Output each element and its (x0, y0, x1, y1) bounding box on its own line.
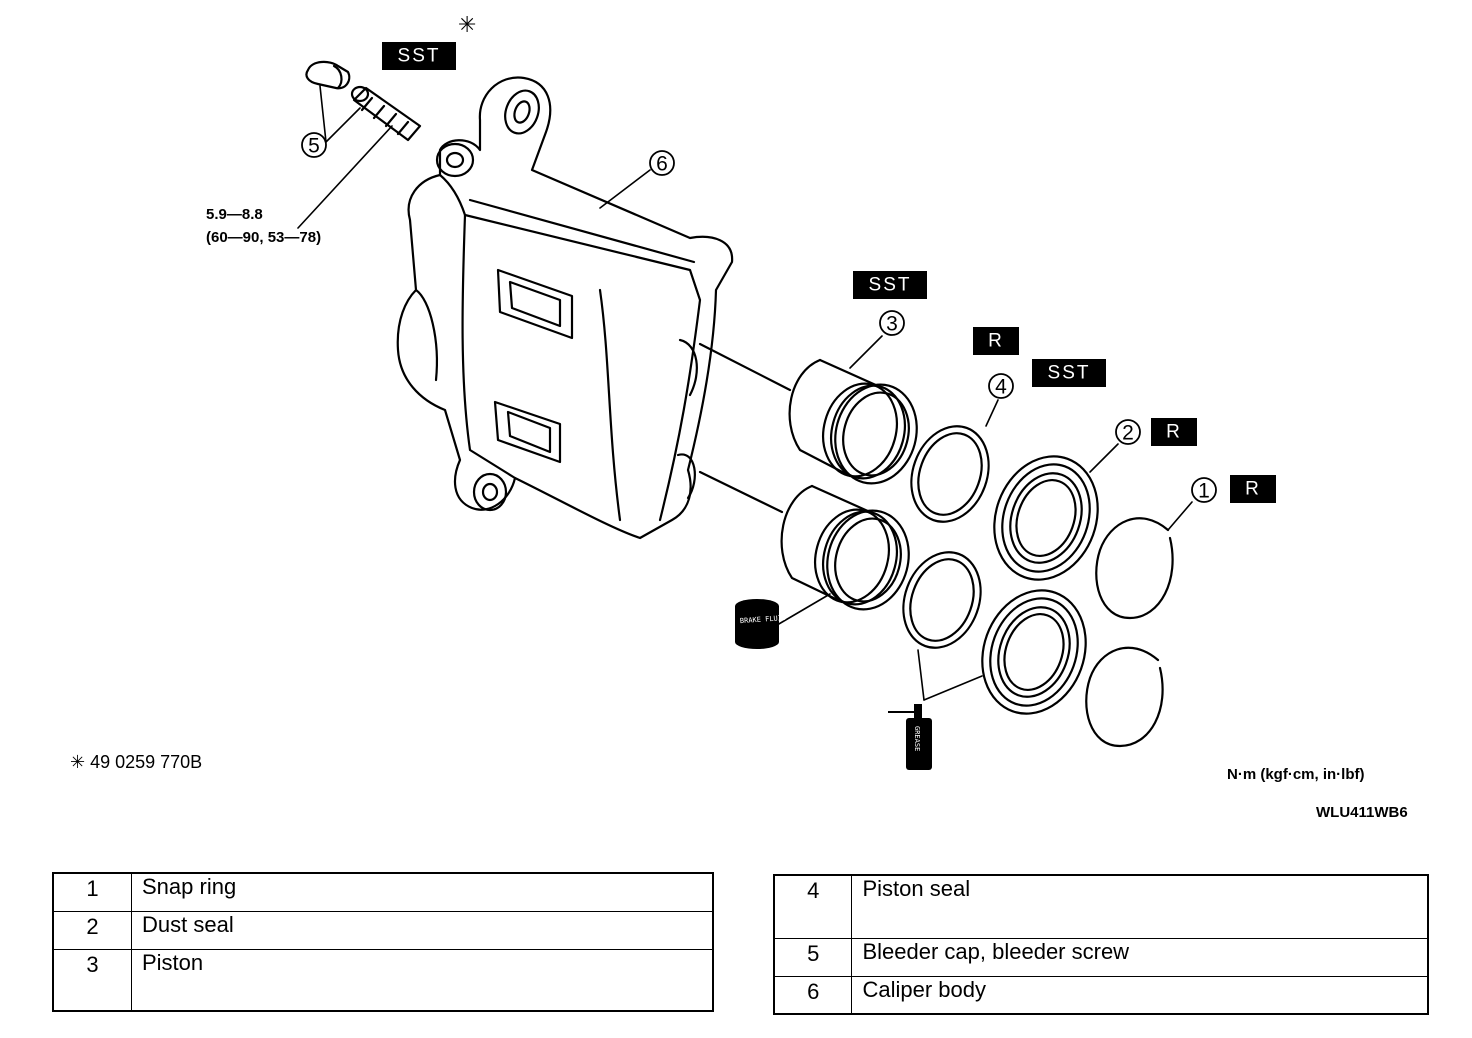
svg-text:SST: SST (398, 46, 441, 67)
caliper-body-drawing (396, 76, 734, 540)
part-name: Snap ring (131, 872, 714, 912)
bleeder-screw-drawing (350, 85, 422, 142)
r-tag-piston-seal: R (973, 327, 1019, 355)
table-row: 4 Piston seal (773, 874, 1429, 939)
callout-6: 6 (649, 150, 675, 176)
r-tag-dust-seal: R (1151, 418, 1197, 446)
part-number: 4 (773, 874, 853, 939)
table-row: 3 Piston (52, 948, 714, 1012)
svg-text:R: R (988, 331, 1004, 352)
svg-text:SST: SST (1048, 363, 1091, 384)
dust-seal-upper-drawing (993, 455, 1099, 581)
piston-upper-drawing (788, 358, 918, 485)
sst-tag-piston: SST (853, 271, 927, 299)
bleeder-cap-drawing (305, 60, 351, 90)
leader-lines (297, 85, 1193, 701)
sst-tag-bleeder: SST (382, 42, 456, 70)
svg-text:R: R (1245, 479, 1261, 500)
callout-5-label: 5 (308, 135, 320, 158)
grease-label: GREASE (913, 726, 921, 751)
part-number: 3 (52, 948, 132, 1012)
torque-spec-line2: (60—90, 53—78) (206, 229, 321, 246)
part-number: 1 (52, 872, 132, 912)
sst-number-note: ✳ 49 0259 770B (70, 752, 202, 772)
part-name: Piston seal (851, 874, 1429, 939)
piston-seal-upper-drawing (910, 425, 990, 523)
callout-6-label: 6 (656, 153, 668, 176)
table-row: 2 Dust seal (52, 910, 714, 950)
parts-table-left: 1 Snap ring 2 Dust seal 3 Piston (52, 872, 714, 1012)
callout-1: 1 (1191, 477, 1217, 503)
part-name: Piston (131, 948, 714, 1012)
part-number: 6 (773, 975, 853, 1015)
part-name: Dust seal (131, 910, 714, 950)
dust-seal-lower-drawing (981, 589, 1087, 715)
part-name: Caliper body (851, 975, 1429, 1015)
part-name: Bleeder cap, bleeder screw (851, 937, 1429, 977)
sst-tag-seal: SST (1032, 359, 1106, 387)
snap-ring-upper-drawing (1095, 517, 1174, 620)
callout-2-label: 2 (1122, 422, 1134, 445)
brake-fluid-label: BRAKE FLUID (740, 614, 787, 625)
table-row: 5 Bleeder cap, bleeder screw (773, 937, 1429, 977)
grease-icon: GREASE (888, 704, 932, 770)
callout-5: 5 (301, 132, 327, 158)
asterisk-mark: ✳ (458, 13, 476, 38)
snap-ring-lower-drawing (1085, 646, 1164, 748)
callout-4: 4 (988, 373, 1014, 399)
part-number: 5 (773, 937, 853, 977)
brake-fluid-icon: BRAKE FLUID (735, 599, 786, 649)
units-note: N·m (kgf·cm, in·lbf) (1227, 766, 1364, 783)
figure-code: WLU411WB6 (1316, 804, 1408, 821)
callout-1-label: 1 (1198, 480, 1210, 503)
callout-2: 2 (1115, 419, 1141, 445)
svg-text:SST: SST (869, 275, 912, 296)
svg-text:R: R (1166, 422, 1182, 443)
torque-spec-line1: 5.9—8.8 (206, 206, 263, 223)
callout-3-label: 3 (886, 313, 898, 336)
part-number: 2 (52, 910, 132, 950)
table-row: 1 Snap ring (52, 872, 714, 912)
callout-4-label: 4 (995, 376, 1007, 399)
piston-lower-drawing (780, 484, 910, 611)
callout-3: 3 (879, 310, 905, 336)
table-row: 6 Caliper body (773, 975, 1429, 1015)
piston-seal-lower-drawing (902, 551, 982, 649)
r-tag-snap-ring: R (1230, 475, 1276, 503)
parts-table-right: 4 Piston seal 5 Bleeder cap, bleeder scr… (773, 874, 1429, 1015)
